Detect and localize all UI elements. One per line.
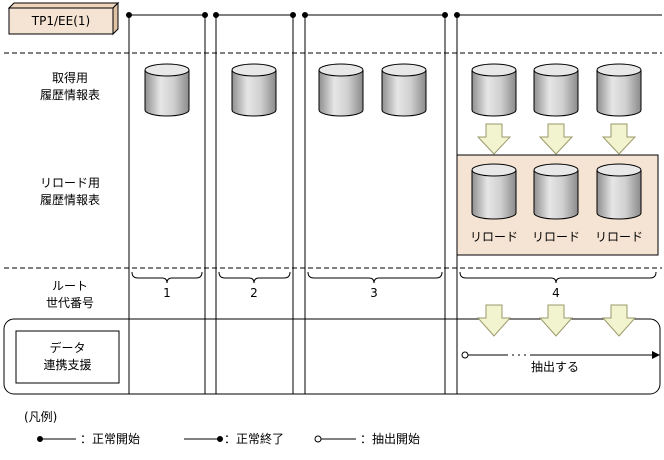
row-label-reload: リロード用 履歴情報表 — [39, 176, 100, 207]
cylinder-icon — [318, 63, 364, 117]
cylinder-icon — [231, 63, 277, 117]
row-label-root-generation: ルート 世代番号 — [45, 279, 94, 310]
down-arrow-icon — [538, 304, 574, 337]
down-arrow-icon — [601, 123, 637, 155]
cylinder-icon — [533, 163, 579, 220]
reload-label: リロード — [469, 230, 518, 244]
data-sync-box — [15, 330, 120, 384]
copy-arrows — [476, 123, 637, 155]
reload-history-cylinders — [471, 163, 642, 220]
extract-arrows — [476, 304, 637, 337]
arrowhead-icon — [652, 351, 660, 359]
down-arrow-icon — [538, 123, 574, 155]
cylinder-icon — [596, 163, 642, 220]
generation-number: 3 — [370, 286, 378, 300]
extract-line — [461, 351, 660, 359]
legend-title: (凡例) — [24, 410, 58, 424]
row-label-data-sync: データ 連携支援 — [43, 341, 92, 372]
cylinder-icon — [381, 63, 427, 117]
reload-label: リロード — [594, 230, 643, 244]
data-sync-area — [3, 318, 661, 395]
cylinder-icon — [471, 163, 517, 220]
cylinder-icon — [533, 63, 579, 117]
generation-number: 1 — [163, 286, 171, 300]
segment-lines — [126, 12, 662, 18]
acquisition-history-cylinders — [144, 63, 642, 117]
generation-number: 2 — [250, 286, 258, 300]
down-arrow-icon — [601, 304, 637, 337]
segment-verticals — [128, 15, 458, 394]
reload-label: リロード — [531, 230, 580, 244]
tp1ee-box — [7, 1, 120, 36]
legend-normal-end: ：正常終了 — [224, 432, 285, 446]
down-arrow-icon — [476, 123, 512, 155]
row-separators — [4, 52, 662, 269]
cylinder-icon — [471, 63, 517, 117]
generation-number: 4 — [552, 286, 560, 300]
extract-label: 抽出する — [530, 360, 579, 374]
row-label-acquisition: 取得用 履歴情報表 — [39, 71, 100, 102]
tp1ee-label: TP1/EE(1) — [31, 14, 91, 28]
cylinder-icon — [596, 63, 642, 117]
cylinder-icon — [144, 63, 190, 117]
legend-extract-start: ：抽出開始 — [360, 432, 421, 446]
down-arrow-icon — [476, 304, 512, 337]
legend-symbols — [37, 435, 356, 443]
generation-braces — [131, 271, 657, 284]
extract-start-marker — [461, 351, 469, 359]
legend-normal-start: ：正常開始 — [80, 432, 141, 446]
